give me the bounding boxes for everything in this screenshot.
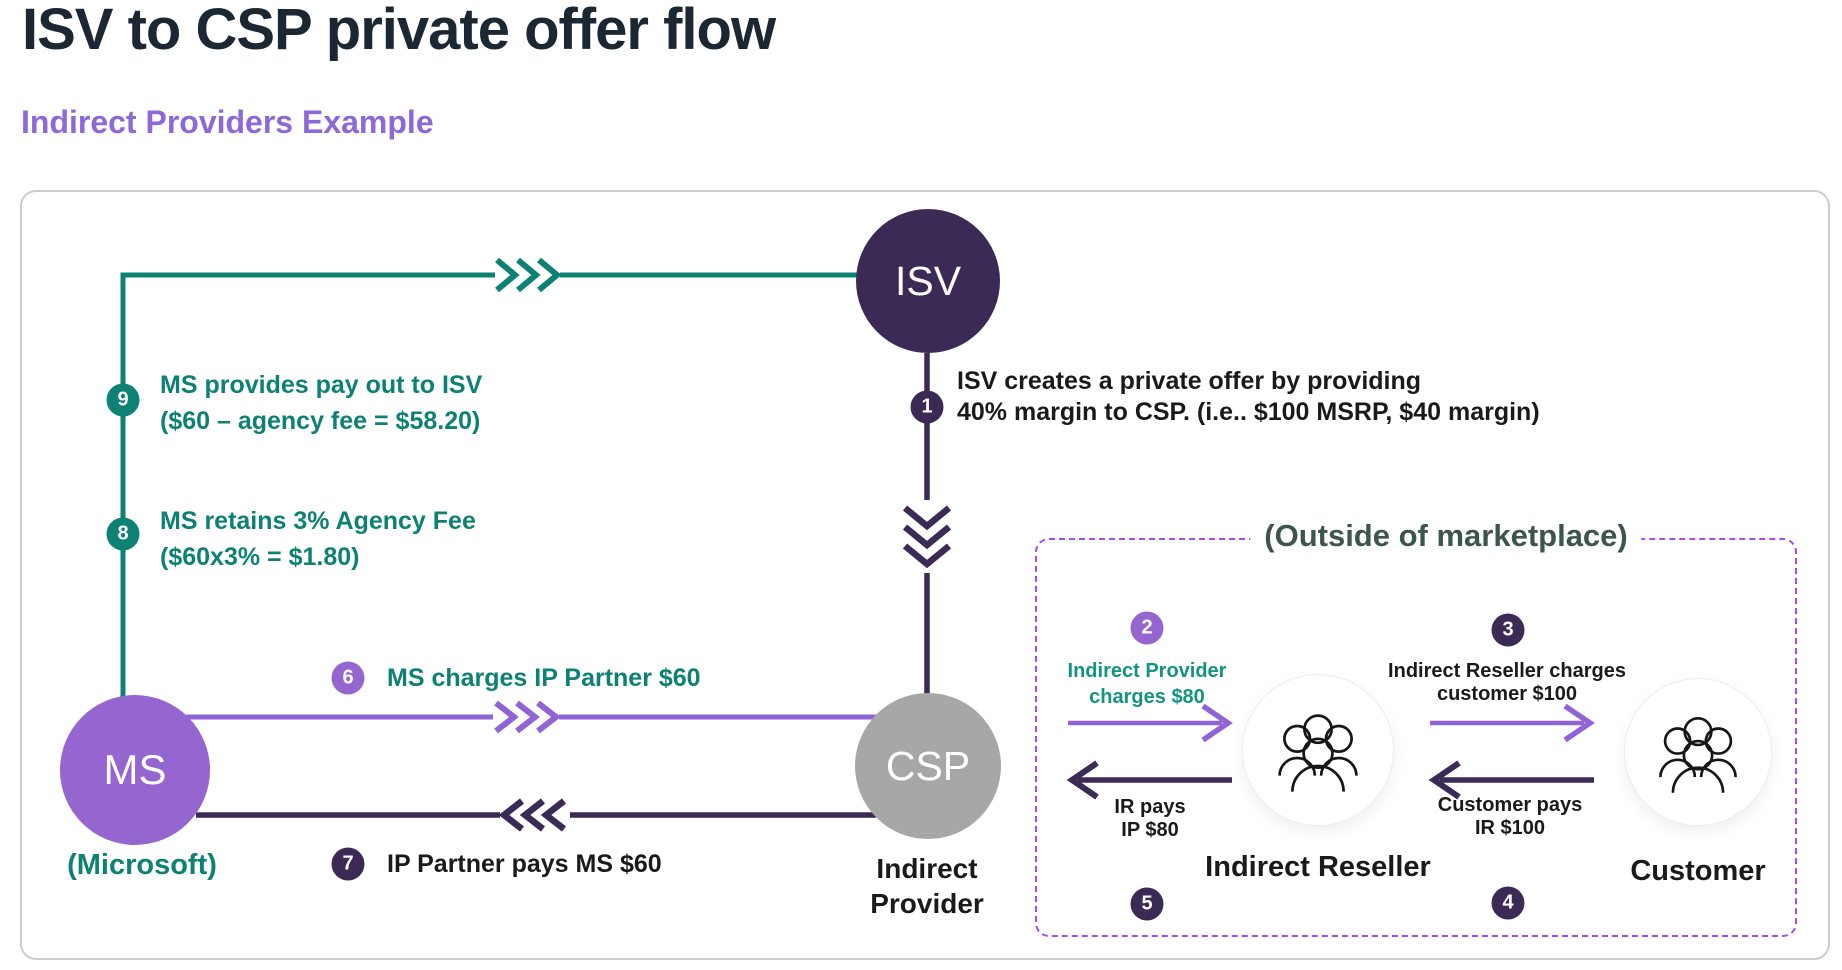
customer-pays-line1: Customer pays (1437, 794, 1583, 816)
step-1-badge: 1 (910, 390, 944, 424)
ms-node: MS (60, 695, 210, 845)
step-5-badge: 5 (1130, 887, 1164, 921)
step-1-line1: ISV creates a private offer by providing (957, 367, 1422, 395)
step-8-line1: MS retains 3% Agency Fee (160, 507, 476, 535)
csp-caption-line1: Indirect (876, 853, 978, 884)
isv-node: ISV (856, 209, 1000, 353)
step-7-note: IP Partner pays MS $60 (387, 850, 662, 878)
step-2-line1: Indirect Provider (1067, 660, 1227, 682)
customer-avatar (1625, 679, 1771, 825)
step-9-badge: 9 (106, 383, 140, 417)
step-2-line2: charges $80 (1089, 686, 1205, 708)
step-3-badge: 3 (1491, 613, 1525, 647)
step-2-note: Indirect Provider charges $80 (1068, 658, 1227, 710)
csp-caption-line2: Provider (870, 888, 984, 919)
step-9-note: MS provides pay out to ISV ($60 – agency… (160, 367, 482, 439)
step-9-line2: ($60 – agency fee = $58.20) (160, 407, 481, 435)
step-8-line2: ($60x3% = $1.80) (160, 543, 360, 571)
ms-node-caption: (Microsoft) (67, 849, 217, 881)
step-1-note: ISV creates a private offer by providing… (957, 366, 1540, 428)
customer-pays-line2: IR $100 (1474, 817, 1546, 839)
step-2-badge: 2 (1130, 611, 1164, 645)
csp-node-caption: Indirect Provider (870, 851, 984, 921)
indirect-reseller-label: Indirect Reseller (1205, 851, 1431, 883)
step-3-line1: Indirect Reseller charges (1388, 660, 1626, 682)
isv-node-label: ISV (894, 257, 962, 304)
step-3-line2: customer $100 (1436, 683, 1578, 705)
people-group-icon (1278, 714, 1358, 793)
step-7-badge: 7 (331, 847, 365, 881)
ms-node-label: MS (103, 746, 167, 793)
csp-node: CSP (855, 693, 1001, 839)
customer-label: Customer (1630, 855, 1766, 887)
ir-pays-line2: IP $80 (1121, 819, 1179, 841)
people-group-icon (1659, 716, 1737, 795)
step-4-badge: 4 (1491, 886, 1525, 920)
step-8-note: MS retains 3% Agency Fee ($60x3% = $1.80… (160, 503, 476, 575)
page-subtitle: Indirect Providers Example (21, 104, 434, 140)
step-9-line1: MS provides pay out to ISV (160, 371, 483, 399)
step-6-note: MS charges IP Partner $60 (387, 664, 701, 692)
outside-marketplace-box: (Outside of marketplace) (1035, 518, 1797, 937)
indirect-reseller-avatar (1243, 675, 1393, 825)
step-3-note: Indirect Reseller charges customer $100 (1388, 660, 1626, 706)
page-title: ISV to CSP private offer flow (22, 0, 776, 62)
csp-node-label: CSP (885, 742, 971, 789)
ir-pays-line1: IR pays (1114, 796, 1186, 818)
ir-pays-note: IR pays IP $80 (1114, 796, 1185, 842)
step-1-line2: 40% margin to CSP. (i.e.. $100 MSRP, $40… (957, 398, 1540, 426)
customer-pays-note: Customer pays IR $100 (1438, 794, 1583, 840)
outside-marketplace-title: (Outside of marketplace) (1250, 518, 1642, 554)
step-6-badge: 6 (331, 661, 365, 695)
step-8-badge: 8 (106, 517, 140, 551)
